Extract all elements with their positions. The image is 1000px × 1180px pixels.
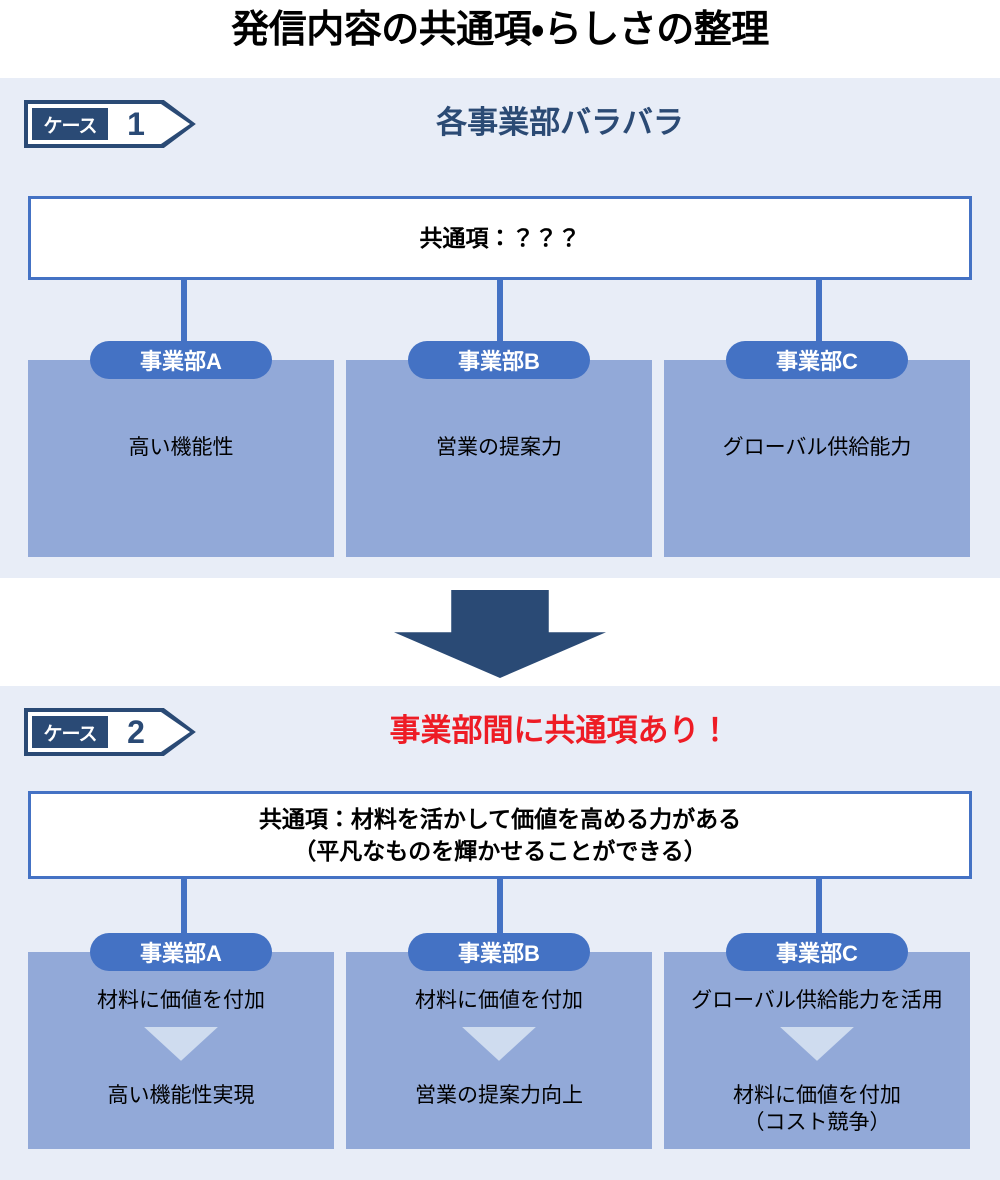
case1-common-box: 共通項：？？？	[28, 196, 972, 280]
case2-common-box: 共通項：材料を活かして価値を高める力がある （平凡なものを輝かせることができる）	[28, 791, 972, 879]
case1-dept-text-b: 営業の提案力	[436, 436, 562, 459]
case2-dept-body-c: グローバル供給能力を活用 材料に価値を付加 （コスト競争）	[664, 952, 970, 1149]
case1-dept-pill-a: 事業部A	[90, 341, 272, 379]
case-badge-number-1: 1	[127, 105, 145, 142]
case2-dept-pill-c: 事業部C	[726, 933, 908, 971]
case1-dept-body-c: グローバル供給能力	[664, 360, 970, 557]
case1-dept-body-b: 営業の提案力	[346, 360, 652, 557]
case1-dept-pill-c: 事業部C	[726, 341, 908, 379]
down-arrow-icon	[394, 590, 606, 678]
case1-dept-body-a: 高い機能性	[28, 360, 334, 557]
case1-dept-text-a: 高い機能性	[128, 436, 234, 459]
case1-dept-column-b: 営業の提案力 事業部B	[346, 341, 652, 557]
case1-dept-column-a: 高い機能性 事業部A	[28, 341, 334, 557]
connector-case1-b	[497, 280, 503, 343]
case2-dept-text-bottom-c-line1: 材料に価値を付加	[733, 1083, 901, 1107]
connector-case2-b	[497, 879, 503, 934]
case-badge-tag-label-1: ケース	[32, 108, 108, 140]
chevron-down-icon-c	[780, 1026, 854, 1061]
chevron-down-icon-b	[462, 1026, 536, 1061]
case1-dept-pill-b: 事業部B	[408, 341, 590, 379]
case1-dept-text-c: グローバル供給能力	[722, 436, 912, 459]
connector-case1-a	[181, 280, 187, 343]
case2-dept-text-bottom-c-line2: （コスト競争）	[743, 1110, 891, 1134]
case2-dept-text-top-a: 材料に価値を付加	[97, 989, 265, 1012]
case1-dept-column-c: グローバル供給能力 事業部C	[664, 341, 970, 557]
case2-dept-column-b: 材料に価値を付加 営業の提案力向上 事業部B	[346, 933, 652, 1149]
connector-case2-c	[816, 879, 822, 934]
case-badge-2: ケース 2	[24, 708, 196, 756]
case2-dept-column-a: 材料に価値を付加 高い機能性実現 事業部A	[28, 933, 334, 1149]
case2-dept-text-top-b: 材料に価値を付加	[415, 989, 583, 1012]
case-badge-tag-label-2: ケース	[32, 716, 108, 748]
case2-dept-text-top-c: グローバル供給能力を活用	[691, 989, 943, 1012]
case2-dept-text-bottom-c: 材料に価値を付加 （コスト競争）	[733, 1083, 901, 1137]
case-badge-number-2: 2	[127, 713, 145, 750]
case2-dept-pill-b: 事業部B	[408, 933, 590, 971]
case2-dept-body-b: 材料に価値を付加 営業の提案力向上	[346, 952, 652, 1149]
page-title: 発信内容の共通項・らしさの整理	[231, 9, 769, 51]
case1-heading: 各事業部バラバラ	[436, 105, 684, 140]
case2-dept-body-a: 材料に価値を付加 高い機能性実現	[28, 952, 334, 1149]
case2-dept-text-bottom-b: 営業の提案力向上	[415, 1083, 583, 1107]
case2-common-line1: 共通項：材料を活かして価値を高める力がある	[258, 805, 742, 832]
case2-common-line2: （平凡なものを輝かせることができる）	[293, 838, 707, 864]
case2-dept-text-bottom-a: 高い機能性実現	[107, 1083, 255, 1107]
connector-case1-c	[816, 280, 822, 343]
case1-common-line1: 共通項：？？？	[419, 224, 581, 251]
connector-case2-a	[181, 879, 187, 934]
chevron-down-icon-a	[144, 1026, 218, 1061]
case2-heading: 事業部間に共通項あり！	[389, 713, 731, 748]
case2-dept-column-c: グローバル供給能力を活用 材料に価値を付加 （コスト競争） 事業部C	[664, 933, 970, 1149]
case-badge-1: ケース 1	[24, 100, 196, 148]
case2-dept-pill-a: 事業部A	[90, 933, 272, 971]
